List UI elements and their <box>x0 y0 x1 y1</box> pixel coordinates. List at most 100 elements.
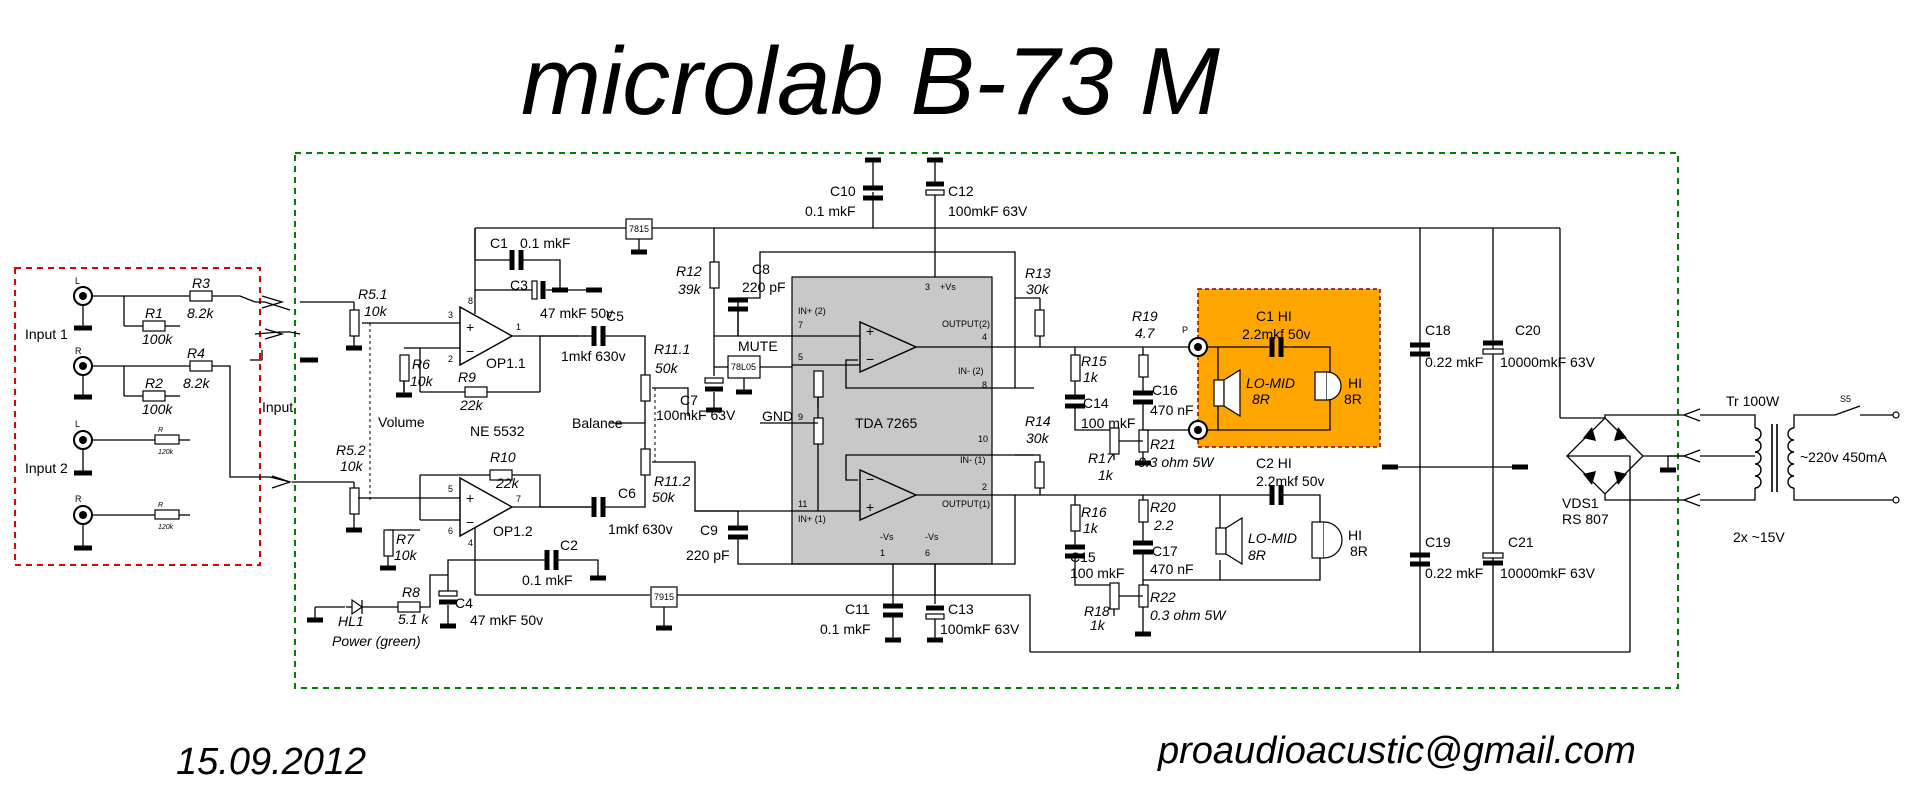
svg-text:8.2k: 8.2k <box>183 375 210 391</box>
volume-pot-r51: R5.1 10k <box>300 286 388 351</box>
input1-network: R3 8.2k R1 100k R4 8.2k R2 100k <box>92 275 318 489</box>
svg-text:C19: C19 <box>1425 534 1451 550</box>
mains-switch-label: S5 <box>1840 394 1851 404</box>
svg-text:10: 10 <box>978 434 988 444</box>
svg-text:C2: C2 <box>560 537 578 553</box>
svg-text:5.1 k: 5.1 k <box>398 611 429 627</box>
svg-text:30k: 30k <box>1026 430 1050 446</box>
balance-pot-r112: R11.2 50k <box>640 448 792 512</box>
svg-text:0.3 ohm 5W: 0.3 ohm 5W <box>1150 607 1227 623</box>
svg-text:−: − <box>466 514 474 530</box>
svg-text:−: − <box>466 343 474 359</box>
svg-text:0.3 ohm 5W: 0.3 ohm 5W <box>1138 454 1215 470</box>
svg-text:LO-MID: LO-MID <box>1248 530 1297 546</box>
svg-text:0.1 mkF: 0.1 mkF <box>820 621 871 637</box>
balance-label: Balance <box>572 415 623 431</box>
svg-text:7815: 7815 <box>629 224 649 234</box>
svg-text:4: 4 <box>468 538 473 548</box>
svg-text:R5.2: R5.2 <box>336 442 366 458</box>
svg-text:C9: C9 <box>700 522 718 538</box>
svg-text:R3: R3 <box>192 275 210 291</box>
svg-text:1k: 1k <box>1083 520 1099 536</box>
svg-text:R1: R1 <box>145 305 163 321</box>
svg-text:6: 6 <box>925 548 930 558</box>
svg-text:2: 2 <box>448 354 453 364</box>
svg-text:10k: 10k <box>394 547 418 563</box>
svg-text:1mkf 630v: 1mkf 630v <box>561 348 626 364</box>
svg-text:2.2mkf 50v: 2.2mkf 50v <box>1242 326 1310 342</box>
output-network-upper: R15 1k C14 100 mkF R17 1k R19 4.7 C16 47… <box>1034 308 1215 483</box>
svg-text:C1 HI: C1 HI <box>1256 308 1292 324</box>
svg-text:C17: C17 <box>1152 543 1178 559</box>
svg-text:C21: C21 <box>1508 534 1534 550</box>
svg-text:IN- (1): IN- (1) <box>960 455 986 465</box>
email-label: proaudioacustic@gmail.com <box>1157 730 1636 772</box>
c6-coupling-capacitor: C6 1mkf 630v <box>540 475 673 537</box>
svg-text:7915: 7915 <box>654 592 674 602</box>
transformer-label: Tr 100W <box>1726 393 1780 409</box>
jack-r-label: R <box>75 346 82 356</box>
svg-text:R11.2: R11.2 <box>654 473 691 489</box>
svg-text:8R: 8R <box>1248 547 1266 563</box>
svg-text:HI: HI <box>1348 375 1362 391</box>
svg-text:100mkF 63V: 100mkF 63V <box>940 621 1020 637</box>
svg-text:R22: R22 <box>1150 589 1176 605</box>
power-led: HL1 Power (green) R8 5.1 k <box>307 574 448 649</box>
svg-text:22k: 22k <box>459 397 484 413</box>
svg-text:10k: 10k <box>364 303 388 319</box>
svg-text:11: 11 <box>798 499 807 509</box>
svg-text:HL1: HL1 <box>338 613 364 629</box>
mute-label: MUTE <box>738 338 778 354</box>
svg-text:R4: R4 <box>187 345 205 361</box>
svg-text:8R: 8R <box>1252 391 1270 407</box>
svg-text:IN+ (2): IN+ (2) <box>798 306 826 316</box>
svg-text:C11: C11 <box>845 601 870 617</box>
svg-text:2.2mkf 50v: 2.2mkf 50v <box>1256 473 1324 489</box>
svg-text:4.7: 4.7 <box>1135 325 1156 341</box>
svg-text:5: 5 <box>448 484 453 494</box>
svg-text:+Vs: +Vs <box>940 282 956 292</box>
svg-text:R19: R19 <box>1132 308 1158 324</box>
svg-text:0.22 mkF: 0.22 mkF <box>1425 565 1483 581</box>
svg-text:30k: 30k <box>1026 281 1050 297</box>
preamp-ic-label: NE 5532 <box>470 423 525 439</box>
tda7265-label: TDA 7265 <box>855 415 917 431</box>
svg-text:OP1.1: OP1.1 <box>486 355 526 371</box>
svg-text:8: 8 <box>982 380 987 390</box>
svg-text:C10: C10 <box>830 183 856 199</box>
input2-left-jack: L R 120k <box>73 419 190 476</box>
amp-feedback-resistors: R13 30k R14 30k <box>1014 265 1051 495</box>
svg-text:78L05: 78L05 <box>731 362 756 372</box>
svg-text:0.1 mkF: 0.1 mkF <box>522 572 573 588</box>
svg-text:C14: C14 <box>1083 395 1109 411</box>
regulator-7815: 7815 <box>625 218 1560 255</box>
svg-text:7: 7 <box>516 494 521 504</box>
input2-right-jack: R R 120k <box>73 494 190 551</box>
svg-text:R: R <box>158 502 163 509</box>
svg-text:C13: C13 <box>948 601 974 617</box>
svg-text:P: P <box>1182 325 1188 335</box>
svg-text:8: 8 <box>468 296 473 306</box>
tda7265-body <box>791 276 993 565</box>
svg-text:R11.1: R11.1 <box>654 341 690 357</box>
svg-text:C6: C6 <box>618 485 636 501</box>
svg-text:C18: C18 <box>1425 322 1451 338</box>
input1-label: Input 1 <box>25 326 68 342</box>
jack-l2-label: L <box>75 419 80 429</box>
svg-text:50k: 50k <box>655 360 679 376</box>
power-supply: C18 0.22 mkF C20 10000mkF 63V C19 0.22 m… <box>1382 228 1900 652</box>
svg-text:R: R <box>158 427 163 434</box>
input-group-label: Input <box>262 399 293 415</box>
jack-r2-label: R <box>75 494 82 504</box>
svg-text:100mkF 63V: 100mkF 63V <box>656 407 736 423</box>
svg-text:−: − <box>866 351 874 367</box>
tda7265-amplifier-ic: + − − + IN+ (2) 7 5 GND 9 11 IN+ (1) 3 +… <box>760 276 1034 565</box>
svg-text:R14: R14 <box>1025 413 1051 429</box>
svg-text:-Vs: -Vs <box>880 532 894 542</box>
svg-text:10000mkF 63V: 10000mkF 63V <box>1500 565 1596 581</box>
svg-text:1: 1 <box>880 548 885 558</box>
op1-2-amplifier: 5 6 7 4 + − OP1.2 R7 10k R10 22k <box>358 449 590 595</box>
svg-text:120k: 120k <box>158 524 174 531</box>
svg-text:8R: 8R <box>1344 391 1362 407</box>
volume-label: Volume <box>378 414 425 430</box>
